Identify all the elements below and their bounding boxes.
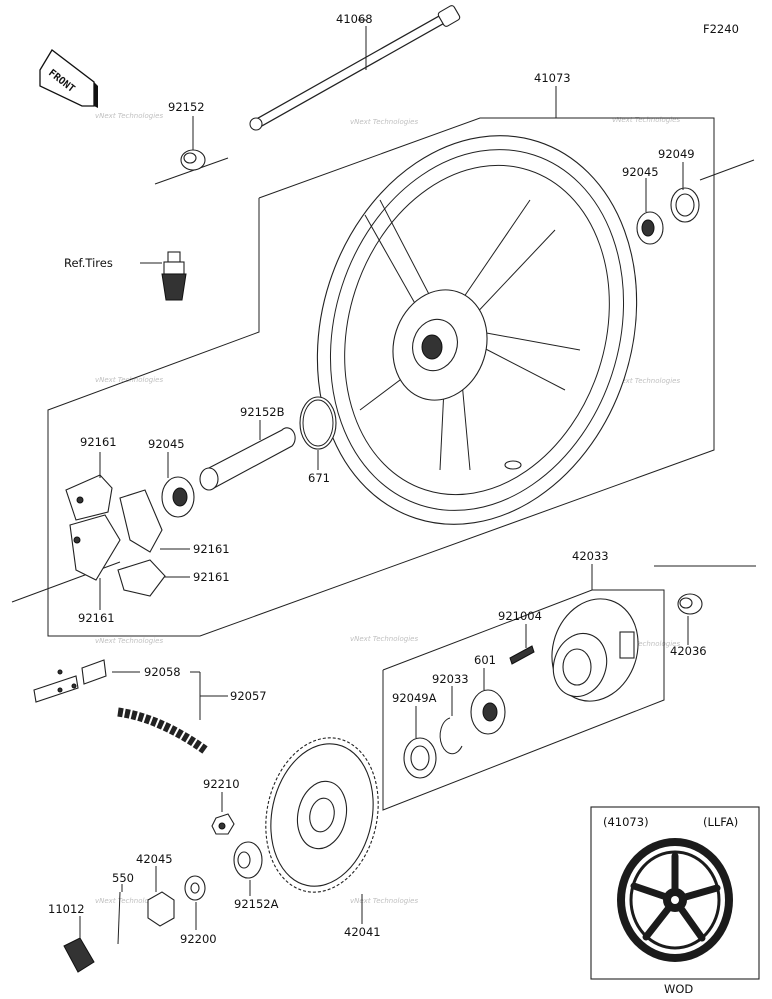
- bearing-part-92045-left[interactable]: [161, 476, 195, 518]
- collar-part-92152[interactable]: [180, 149, 206, 171]
- part-labels: 41068 92152 41073 92049 92045 92152B 921…: [48, 12, 707, 946]
- nut-part-42045[interactable]: [147, 891, 175, 927]
- part-label[interactable]: 92045: [622, 165, 659, 179]
- washer-part-92200[interactable]: [184, 875, 206, 901]
- collar-part-42036[interactable]: [677, 593, 703, 615]
- part-label[interactable]: 92161: [80, 435, 117, 449]
- watermark: vNext Technologies: [350, 118, 418, 126]
- inset-caption: WOD: [664, 982, 693, 996]
- part-label[interactable]: 92152B: [240, 405, 285, 419]
- part-label[interactable]: 601: [474, 653, 496, 667]
- part-label[interactable]: 92058: [144, 665, 181, 679]
- watermark: vNext Technologies: [95, 897, 163, 905]
- damper-rubber-group-92161[interactable]: [65, 474, 166, 597]
- part-label[interactable]: 92161: [78, 611, 115, 625]
- part-label[interactable]: 550: [112, 871, 134, 885]
- hub-part-42033[interactable]: [539, 588, 651, 713]
- part-label[interactable]: 92200: [180, 932, 217, 946]
- watermark: vNext Technologies: [95, 112, 163, 120]
- watermark: vNext Technologies: [612, 640, 680, 648]
- axle-part-41068[interactable]: [249, 5, 461, 131]
- watermark: vNext Technologies: [350, 635, 418, 643]
- part-label[interactable]: 92033: [432, 672, 469, 686]
- part-label[interactable]: 11012: [48, 902, 85, 916]
- bearing-part-92045-top[interactable]: [636, 211, 664, 245]
- bearing-part-601[interactable]: [470, 689, 506, 735]
- o-ring-part-671[interactable]: [299, 396, 337, 450]
- watermark: vNext Technologies: [350, 897, 418, 905]
- sprocket-part-42041[interactable]: [252, 727, 392, 902]
- watermark: vNext Technologies: [95, 637, 163, 645]
- inset-wheel-icon: [617, 838, 733, 962]
- part-label[interactable]: 92210: [203, 777, 240, 791]
- tire-valve-icon[interactable]: [161, 251, 187, 301]
- part-label[interactable]: 41068: [336, 12, 373, 26]
- part-label[interactable]: 42033: [572, 549, 609, 563]
- part-label[interactable]: 42041: [344, 925, 381, 939]
- part-label[interactable]: 92045: [148, 437, 185, 451]
- seal-part-92049a[interactable]: [403, 737, 437, 779]
- part-label[interactable]: 671: [308, 471, 330, 485]
- inset-variant: (LLFA): [703, 815, 738, 829]
- seal-part-92049[interactable]: [670, 187, 700, 223]
- part-label[interactable]: 92049A: [392, 691, 437, 705]
- chain-joint-part-92058[interactable]: [33, 659, 107, 703]
- part-label[interactable]: 42045: [136, 852, 173, 866]
- part-label[interactable]: 41073: [534, 71, 571, 85]
- variant-inset: (41073) (LLFA) WOD: [590, 806, 760, 996]
- part-label[interactable]: 92152A: [234, 897, 279, 911]
- watermark: vNext Technologies: [612, 116, 680, 124]
- diagram-code: F2240: [703, 22, 739, 36]
- part-label[interactable]: 42036: [670, 644, 707, 658]
- cotter-pin-part-550[interactable]: [117, 891, 121, 945]
- circlip-part-92033[interactable]: [439, 717, 463, 755]
- collar-part-92152b[interactable]: [199, 427, 296, 491]
- front-arrow-icon: FRONT: [39, 49, 98, 108]
- part-label[interactable]: 92161: [193, 570, 230, 584]
- ref-tires-label[interactable]: Ref.Tires: [64, 256, 113, 270]
- stud-part-921004[interactable]: [509, 645, 535, 665]
- part-label[interactable]: 92152: [168, 100, 205, 114]
- collar-part-92152a[interactable]: [233, 841, 263, 879]
- inset-part-ref: (41073): [603, 815, 649, 829]
- wheel-part-41073[interactable]: [268, 94, 685, 566]
- part-label[interactable]: 92161: [193, 542, 230, 556]
- part-label[interactable]: 92057: [230, 689, 267, 703]
- assembly-frame: [11, 117, 756, 811]
- nut-part-92210[interactable]: [211, 813, 235, 835]
- drive-chain-part-92057[interactable]: [117, 707, 208, 754]
- part-label[interactable]: 921004: [498, 609, 542, 623]
- part-label[interactable]: 92049: [658, 147, 695, 161]
- watermark: vNext Technologies: [612, 377, 680, 385]
- leader-lines: [79, 19, 689, 938]
- cap-part-11012[interactable]: [63, 937, 95, 973]
